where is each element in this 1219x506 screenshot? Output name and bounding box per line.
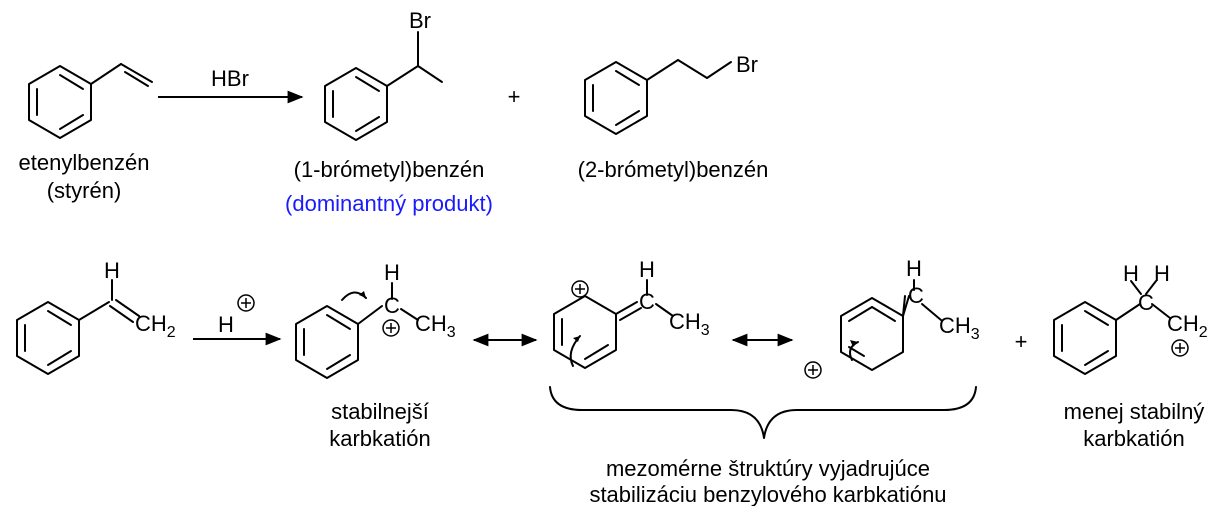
- primary-charge: [1171, 339, 1189, 357]
- resonance-brace: [549, 386, 977, 439]
- product1-structure: [324, 31, 443, 141]
- benzylic-cation-structure: [295, 282, 419, 379]
- less-stable-label-2: karbkatión: [1083, 426, 1185, 451]
- resonance2-h: H: [639, 257, 655, 282]
- resonance3-c: C: [908, 283, 924, 308]
- cation1-charge: [382, 319, 400, 337]
- plus-sign-2: +: [1015, 329, 1028, 354]
- product2-name: (2-brómetyl)benzén: [578, 157, 769, 182]
- cation1-c: C: [384, 293, 400, 318]
- resonance3-h: H: [906, 256, 922, 281]
- product1-bromine: Br: [409, 8, 431, 33]
- product2-bromine: Br: [736, 52, 758, 77]
- resonance-structure-para: [840, 279, 942, 371]
- resonance-structure-ortho: [553, 279, 674, 369]
- primary-c: C: [1138, 290, 1154, 315]
- product1-name: (1-brómetyl)benzén: [294, 157, 485, 182]
- dominant-product-note: (dominantný produkt): [285, 191, 493, 216]
- resonance3-charge: [804, 361, 822, 379]
- styrene-structure: [28, 63, 153, 139]
- plus-sign-1: +: [508, 84, 521, 109]
- primary-h2: H: [1154, 261, 1170, 286]
- resonance2-c: C: [639, 289, 655, 314]
- primary-ch2: CH2: [1167, 311, 1208, 341]
- cation1-ch3: CH3: [415, 311, 456, 341]
- styrene-name: etenylbenzén: [19, 150, 150, 175]
- styrene-h: H: [104, 258, 120, 283]
- stable-cation-label-2: karbkatión: [329, 426, 431, 451]
- less-stable-label-1: menej stabilný: [1064, 399, 1205, 424]
- proton-charge: [237, 294, 255, 312]
- product2-structure: [584, 59, 732, 135]
- styrene-ch2: CH2: [135, 311, 176, 341]
- resonance2-charge: [571, 280, 589, 298]
- primary-cation-structure: [1053, 280, 1171, 375]
- primary-h1: H: [1123, 261, 1139, 286]
- resonance2-ch3: CH3: [669, 309, 710, 339]
- stable-cation-label-1: stabilnejší: [331, 399, 429, 424]
- resonance-caption-2: stabilizáciu benzylového karbkatiónu: [589, 482, 946, 506]
- resonance3-ch3: CH3: [939, 313, 980, 343]
- cation1-h: H: [384, 260, 400, 285]
- resonance-caption-1: mezomérne štruktúry vyjadrujúce: [606, 456, 930, 481]
- reagent-hbr: HBr: [211, 66, 249, 91]
- reagent-proton: H: [218, 312, 234, 337]
- styrene-alias: (styrén): [47, 178, 122, 203]
- styrene-structure-2: [16, 279, 140, 375]
